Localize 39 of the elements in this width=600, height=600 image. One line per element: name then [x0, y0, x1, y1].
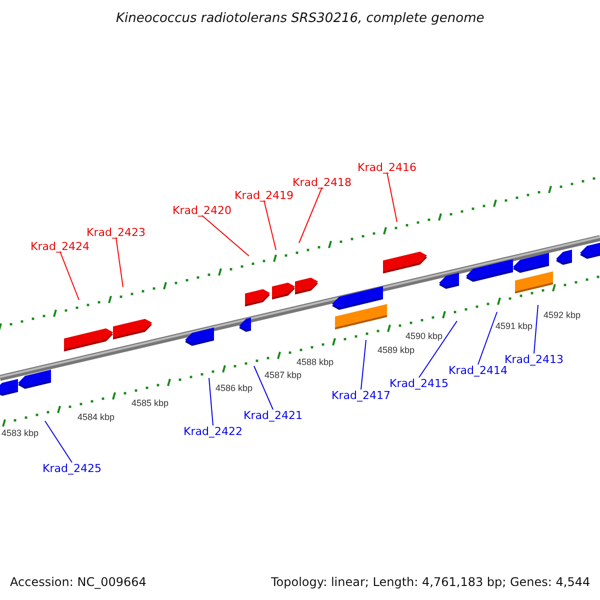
- gene-label: Krad_2419: [234, 190, 294, 200]
- scale-label: 4590 kbp: [406, 332, 443, 340]
- scale-label: 4591 kbp: [496, 322, 533, 330]
- leader-line: [44, 420, 72, 463]
- title: Kineococcus radiotolerans SRS30216, complete genome: [116, 12, 484, 24]
- leader-line: [60, 251, 80, 300]
- leader-line: [478, 312, 498, 365]
- footer-text: Accession: NC_009664: [10, 576, 146, 588]
- leader-line: [298, 187, 322, 244]
- leader-line: [254, 366, 274, 410]
- gene-label: Krad_2418: [292, 176, 352, 188]
- gene-label: Krad_2415: [390, 378, 448, 388]
- gene-label: Krad_2417: [332, 390, 390, 400]
- scale-label: 4585 kbp: [132, 398, 169, 408]
- scale-label: 4586 kbp: [216, 384, 253, 392]
- footer-text: Topology: linear; Length: 4,761,183 bp; Genes: 4,544: [271, 576, 590, 588]
- scale-label: 4587 kbp: [264, 370, 302, 380]
- leader-line: [386, 172, 398, 222]
- gene-label: Krad_2425: [42, 462, 102, 474]
- leader-line: [534, 304, 538, 354]
- gene-label: Krad_2422: [184, 426, 242, 436]
- scale-label: 4588 kbp: [296, 358, 334, 366]
- leader-line: [208, 378, 214, 426]
- scale-label: 4584 kbp: [78, 412, 115, 422]
- gene-label: Krad_2420: [172, 204, 232, 216]
- leader-line: [202, 215, 250, 256]
- gene-label: Krad_2421: [244, 410, 302, 420]
- gene-label: Krad_2413: [504, 354, 564, 364]
- gene-label: Krad_2424: [30, 240, 90, 252]
- leader-line: [264, 200, 276, 250]
- gene-label: Krad_2423: [86, 226, 146, 238]
- scale-label: 4583 kbp: [2, 428, 39, 438]
- gene-label: Krad_2414: [448, 364, 508, 376]
- leader-line: [360, 340, 366, 390]
- gene-label: Krad_2416: [358, 162, 416, 172]
- scale-label: 4589 kbp: [378, 346, 415, 354]
- leader-line: [116, 237, 124, 288]
- scale-label: 4592 kbp: [544, 310, 581, 320]
- leader-line: [418, 320, 458, 378]
